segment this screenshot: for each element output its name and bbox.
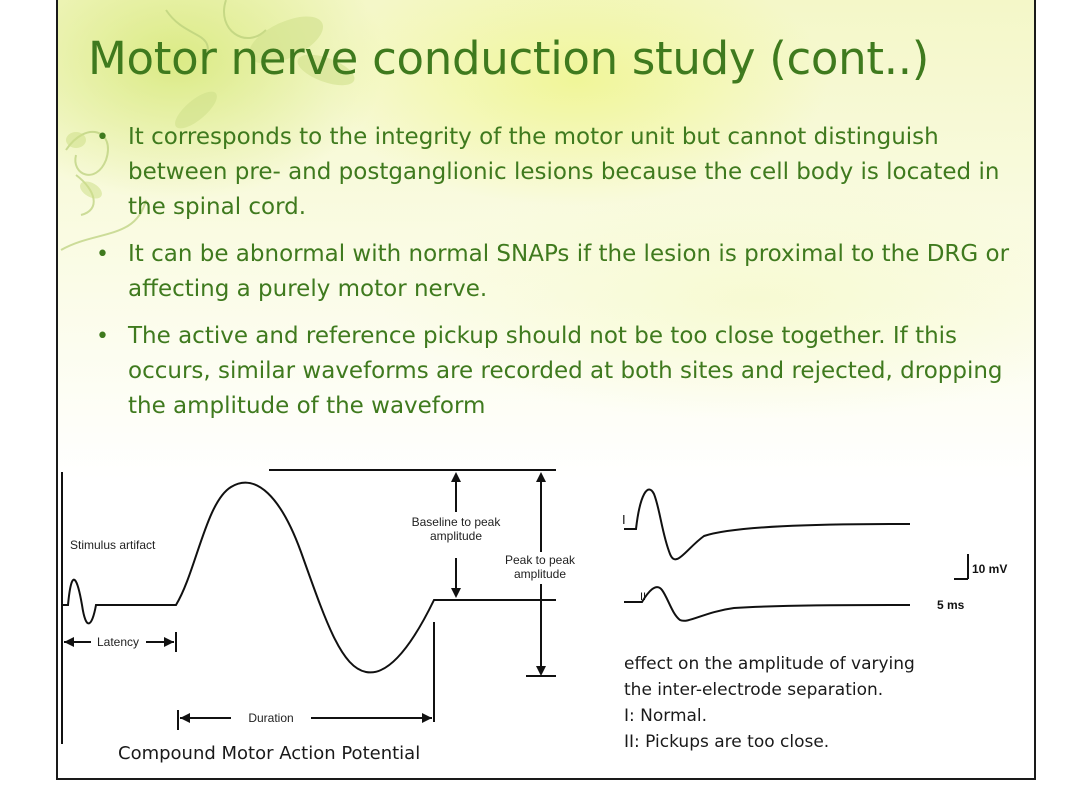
arrowhead-icon <box>64 637 74 647</box>
arrowhead-icon <box>164 637 174 647</box>
bullet-marker: • <box>96 324 109 349</box>
bullet-item: • The active and reference pickup should… <box>68 319 1028 424</box>
trace-normal <box>624 488 911 561</box>
slide-border-right <box>1034 0 1036 780</box>
slide: Motor nerve conduction study (cont..) • … <box>56 0 1036 780</box>
bullet-list: • It corresponds to the integrity of the… <box>68 120 1028 436</box>
slide-title: Motor nerve conduction study (cont..) <box>88 32 929 85</box>
arrowhead-icon <box>536 472 546 482</box>
label-stimulus-artifact: Stimulus artifact <box>70 538 156 552</box>
cmap-diagram: Stimulus artifact Baseline to peak ampli… <box>61 469 576 744</box>
electrode-separation-diagram: I II 10 mV 5 ms <box>622 488 1007 622</box>
arrowhead-icon <box>451 472 461 482</box>
bullet-item: • It corresponds to the integrity of the… <box>68 120 1028 225</box>
label-10-mv: 10 mV <box>972 562 1007 576</box>
label-baseline-to-peak-amplitude: amplitude <box>430 529 482 543</box>
label-duration: Duration <box>248 711 293 725</box>
label-peak-to-peak-amplitude: amplitude <box>514 567 566 581</box>
trace-close-pickups <box>624 586 911 622</box>
label-trace-ii: II <box>640 591 646 603</box>
caption-line: I: Normal. <box>624 706 708 726</box>
cmap-caption: Compound Motor Action Potential <box>118 743 421 764</box>
caption-line: II: Pickups are too close. <box>624 732 830 752</box>
cmap-waveform <box>62 481 556 674</box>
arrowhead-icon <box>422 713 432 723</box>
label-peak-to-peak: Peak to peak <box>505 553 576 567</box>
label-latency: Latency <box>97 635 139 649</box>
label-5-ms: 5 ms <box>937 598 965 612</box>
bullet-text: It corresponds to the integrity of the m… <box>128 124 1000 220</box>
bullet-marker: • <box>96 242 109 267</box>
label-baseline-to-peak: Baseline to peak <box>412 515 502 529</box>
arrowhead-icon <box>536 666 546 676</box>
bullet-item: • It can be abnormal with normal SNAPs i… <box>68 237 1028 307</box>
caption-line: effect on the amplitude of varying <box>624 654 915 674</box>
bullet-text: The active and reference pickup should n… <box>128 323 1003 419</box>
background-glow <box>56 0 1036 480</box>
electrode-caption: effect on the amplitude of varying the i… <box>624 651 915 755</box>
arrowhead-icon <box>451 588 461 598</box>
bullet-marker: • <box>96 125 109 150</box>
arrowhead-icon <box>180 713 190 723</box>
floral-decoration <box>60 0 355 251</box>
label-trace-i: I <box>622 512 626 527</box>
bullet-text: It can be abnormal with normal SNAPs if … <box>128 241 1010 302</box>
caption-line: the inter-electrode separation. <box>624 680 884 700</box>
slide-border-left <box>56 0 58 780</box>
slide-border-bottom <box>56 778 1036 780</box>
